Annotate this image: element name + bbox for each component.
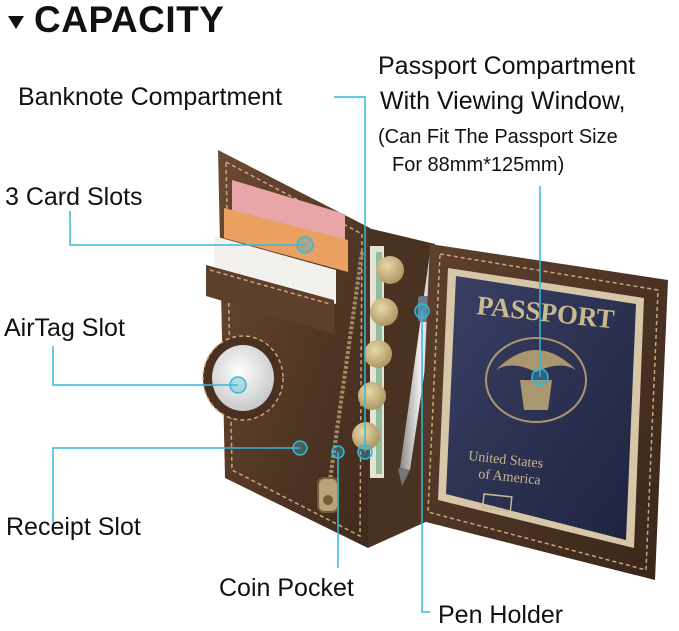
label-passport-line1: Passport Compartment	[378, 52, 636, 80]
label-passport-note1: (Can Fit The Passport Size	[378, 126, 618, 148]
passport-line2: of America	[478, 467, 543, 489]
triangle-down-icon	[8, 15, 24, 29]
leader-lines	[52, 96, 541, 613]
eagle-seal-icon	[485, 337, 587, 423]
label-passport-line2: With Viewing Window,	[380, 87, 626, 115]
label-pen-holder: Pen Holder	[438, 601, 564, 629]
label-airtag-slot: AirTag Slot	[4, 314, 125, 342]
section-header: CAPACITY	[8, 0, 224, 40]
card-slots	[206, 180, 348, 334]
passport: PASSPORT United States of America	[438, 268, 644, 548]
label-card-slots: 3 Card Slots	[5, 183, 143, 211]
label-receipt-slot: Receipt Slot	[6, 513, 141, 541]
label-passport-note2: For 88mm*125mm)	[392, 154, 565, 176]
label-coin-pocket: Coin Pocket	[219, 574, 354, 602]
section-title: CAPACITY	[34, 0, 225, 40]
leader-dots	[229, 236, 549, 460]
label-banknote-compartment: Banknote Compartment	[18, 83, 283, 111]
